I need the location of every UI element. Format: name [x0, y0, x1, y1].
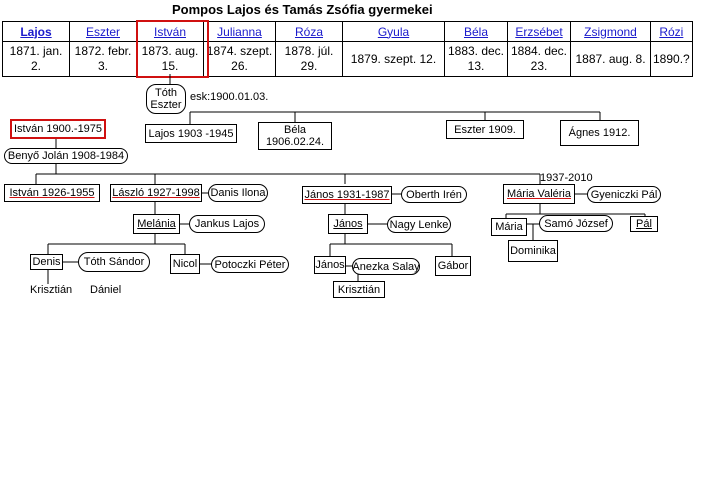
child-name-cell: Rózi [650, 21, 693, 42]
child-link-roza[interactable]: Róza [294, 24, 323, 39]
spouse-nagy-lenke: Nagy Lenke [387, 216, 451, 233]
child-birth-date: 1890.? [650, 41, 693, 77]
marriage-date: esk:1900.01.03. [190, 91, 269, 103]
page-title: Pompos Lajos és Tamás Zsófia gyermekei [172, 2, 433, 17]
child-birth-date: 1871. jan. 2. [2, 41, 70, 77]
child-birth-date: 1884. dec. 23. [507, 41, 571, 77]
janos-son-label: János [333, 218, 363, 230]
spouse-oberth-iren: Oberth Irén [401, 186, 467, 203]
person-laszlo-1927: László 1927-1998 [110, 184, 202, 202]
maria-valeria-years: 1937-2010 [540, 172, 593, 184]
spouse-first-line: Tóth [154, 87, 177, 99]
spouse-potoczki-peter: Potoczki Péter [211, 256, 289, 273]
melania-label: Melánia [137, 218, 176, 230]
person-maria: Mária [491, 218, 527, 236]
person-janos-grandson: János [314, 256, 346, 274]
person-istvan-1900: István 1900.-1975 [10, 119, 106, 139]
person-nicol: Nicol [170, 254, 200, 274]
child-link-istvan[interactable]: István [153, 24, 186, 39]
child-link-gyula[interactable]: Gyula [377, 24, 410, 39]
child-link-erzsebet[interactable]: Erzsébet [515, 24, 563, 39]
person-pal: Pál [630, 216, 658, 232]
child-birth-date: 1872. febr. 3. [69, 41, 137, 77]
spouse-jankus-lajos: Jankus Lajos [189, 215, 265, 233]
children-dates-row: 1871. jan. 2. 1872. febr. 3. 1873. aug. … [2, 41, 693, 77]
child-birth-date: 1883. dec. 13. [444, 41, 508, 77]
children-table: Lajos Eszter István Julianna Róza Gyula … [2, 21, 693, 77]
person-maria-valeria: Mária Valéria [503, 184, 575, 204]
spouse-benyo-jolan: Benyő Jolán 1908-1984 [4, 148, 128, 164]
child-name-cell: Erzsébet [507, 21, 571, 42]
person-denis: Denis [30, 254, 63, 270]
spouse-second-line: Eszter [150, 99, 182, 111]
laszlo-label: László 1927-1998 [112, 187, 200, 199]
children-names-row: Lajos Eszter István Julianna Róza Gyula … [2, 21, 693, 42]
child-link-lajos[interactable]: Lajos [20, 24, 52, 39]
child-birth-date: 1879. szept. 12. [342, 41, 445, 77]
person-gabor: Gábor [435, 256, 471, 276]
person-melania: Melánia [133, 214, 180, 234]
child-name-cell: Gyula [342, 21, 445, 42]
person-krisztian: Krisztián [30, 284, 73, 296]
person-bela-1906: Béla 1906.02.24. [258, 122, 332, 150]
person-krisztian-2: Krisztián [333, 281, 385, 298]
person-daniel: Dániel [90, 284, 122, 296]
child-name-cell: Zsigmond [570, 21, 651, 42]
person-janos-son: János [328, 214, 368, 234]
person-agnes-1912: Ágnes 1912. [560, 120, 639, 146]
child-birth-date: 1874. szept. 26. [203, 41, 276, 77]
bela-date: 1906.02.24. [265, 136, 325, 148]
spouse-samo-jozsef: Samó József [539, 215, 613, 232]
janos-1931-label: János 1931-1987 [304, 189, 390, 201]
child-link-zsigmond[interactable]: Zsigmond [584, 24, 637, 39]
istvan-1926-label: István 1926-1955 [9, 187, 95, 199]
spouse-toth-sandor: Tóth Sándor [78, 252, 150, 272]
child-birth-date: 1887. aug. 8. [570, 41, 651, 77]
person-janos-1931: János 1931-1987 [302, 186, 392, 204]
child-link-julianna[interactable]: Julianna [217, 24, 262, 39]
child-link-eszter[interactable]: Eszter [85, 24, 120, 39]
pal-label: Pál [636, 218, 652, 230]
maria-valeria-label: Mária Valéria [507, 188, 571, 200]
person-eszter-1909: Eszter 1909. [446, 120, 524, 139]
child-name-cell: Eszter [69, 21, 137, 42]
person-dominika: Dominika [508, 240, 558, 262]
child-link-rozi[interactable]: Rózi [659, 24, 684, 39]
child-birth-date: 1873. aug. 15. [136, 41, 204, 77]
spouse-anezka-salay: Anezka Salay [352, 258, 420, 275]
person-lajos-1903: Lajos 1903 -1945 [145, 124, 237, 143]
bela-name: Béla [283, 124, 307, 136]
spouse-toth-eszter: Tóth Eszter [146, 84, 186, 114]
spouse-danis-ilona: Danis Ilona [208, 184, 268, 202]
child-link-bela[interactable]: Béla [463, 24, 489, 39]
spouse-gyeniczki-pal: Gyeniczki Pál [587, 186, 661, 203]
person-istvan-1926: István 1926-1955 [4, 184, 100, 202]
